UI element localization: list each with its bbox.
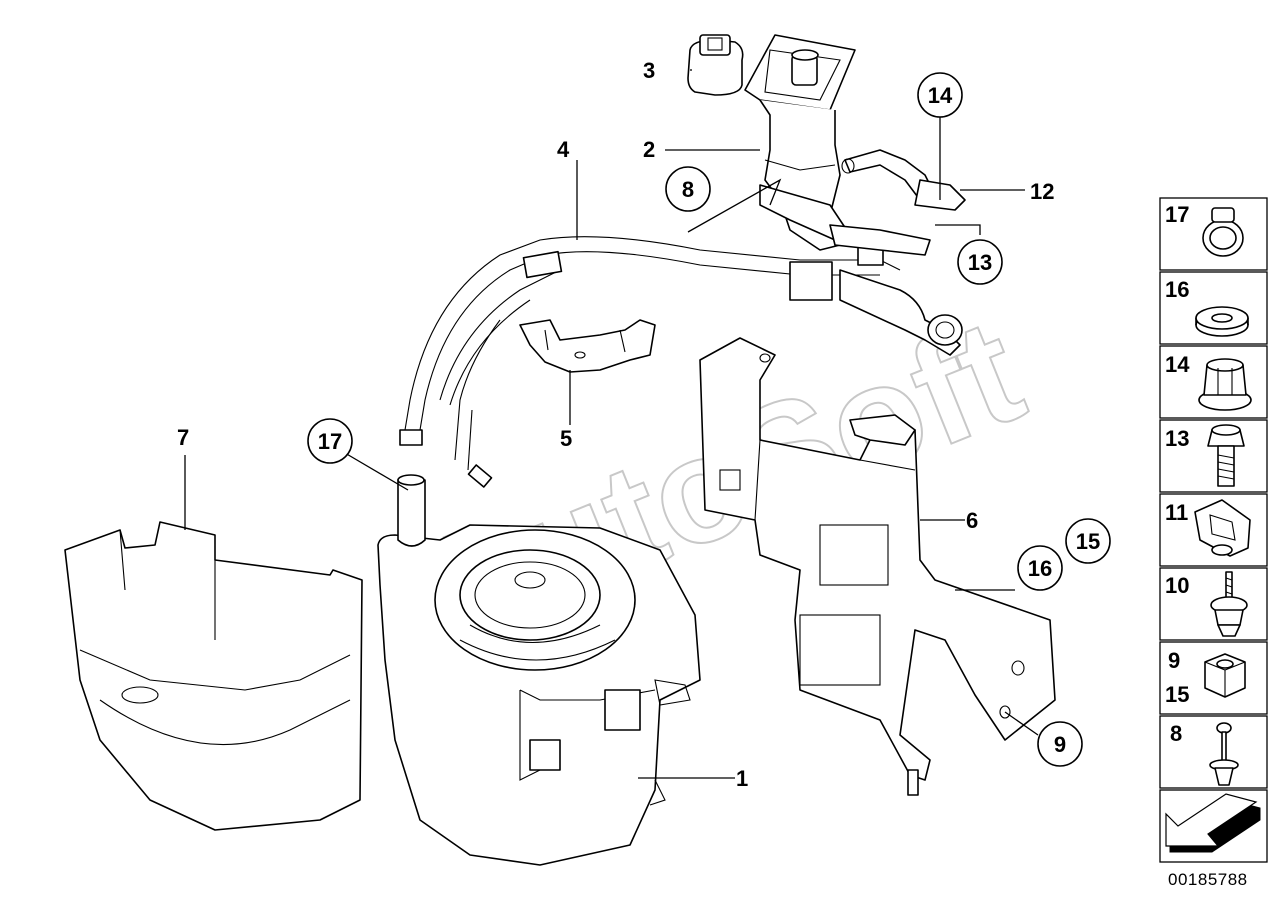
stud-grommet-icon (1210, 571, 1248, 637)
callout-6: 6 (966, 508, 978, 533)
svg-text:16: 16 (1165, 277, 1189, 302)
hex-nut-icon (1204, 653, 1246, 698)
hex-bolt-icon (1207, 424, 1245, 487)
legend-row-13: 13 (1159, 419, 1268, 493)
callout-3: 3 (643, 58, 655, 83)
svg-text:14: 14 (1165, 352, 1190, 377)
part-filler-neck (744, 34, 931, 256)
legend-row-9-15: 9 15 (1159, 641, 1268, 715)
svg-text:15: 15 (1076, 529, 1100, 554)
legend-row-16: 16 (1159, 271, 1268, 345)
callout-13: 13 (957, 239, 1003, 285)
callout-17: 17 (307, 418, 353, 464)
part-vent-line (399, 236, 963, 488)
callout-5: 5 (560, 426, 572, 451)
callout-15: 15 (1065, 518, 1111, 564)
part-breather-hose (841, 149, 966, 211)
legend-row-10: 10 (1159, 567, 1268, 641)
svg-text:13: 13 (1165, 426, 1189, 451)
callout-14: 14 (917, 72, 963, 118)
part-cap (687, 34, 744, 96)
diagram-id-label: 00185788 (1168, 870, 1248, 889)
clip-nut-icon (1194, 499, 1251, 557)
legend-row-17: 17 (1159, 197, 1268, 271)
callout-2: 2 (643, 137, 655, 162)
arrow-icon (1165, 793, 1261, 853)
svg-text:9: 9 (1054, 732, 1066, 757)
svg-text:17: 17 (1165, 202, 1189, 227)
svg-text:9: 9 (1168, 648, 1180, 673)
callout-9: 9 (1037, 721, 1083, 767)
legend-row-8: 8 (1159, 715, 1268, 789)
callout-16: 16 (1017, 545, 1063, 591)
svg-text:14: 14 (928, 83, 953, 108)
legend-row-14: 14 (1159, 345, 1268, 419)
svg-text:8: 8 (1170, 721, 1182, 746)
washer-icon (1195, 306, 1249, 337)
callout-12: 12 (1030, 179, 1054, 204)
callout-8: 8 (665, 166, 711, 212)
svg-text:13: 13 (968, 250, 992, 275)
callout-1: 1 (736, 766, 748, 791)
svg-text:11: 11 (1165, 500, 1188, 525)
part-bracket-clip (519, 319, 656, 373)
callout-4: 4 (557, 137, 570, 162)
callout-labels: 1 2 3 4 5 6 7 12 (177, 58, 1054, 791)
legend-column: 17 16 14 (1159, 197, 1268, 863)
flange-nut-icon (1198, 358, 1252, 411)
svg-text:15: 15 (1165, 682, 1189, 707)
svg-text:17: 17 (318, 429, 342, 454)
hose-clamp-icon (1202, 207, 1244, 257)
callout-7: 7 (177, 425, 189, 450)
rivet-icon (1209, 722, 1239, 786)
part-heat-shield (64, 521, 363, 831)
svg-text:10: 10 (1165, 573, 1189, 598)
part-tank (377, 474, 701, 866)
part-mounting-bracket (699, 337, 1056, 796)
legend-row-arrow (1159, 789, 1268, 863)
svg-text:16: 16 (1028, 556, 1052, 581)
leader-lines (184, 69, 1039, 779)
svg-text:8: 8 (682, 177, 694, 202)
legend-row-11: 11 (1159, 493, 1268, 567)
